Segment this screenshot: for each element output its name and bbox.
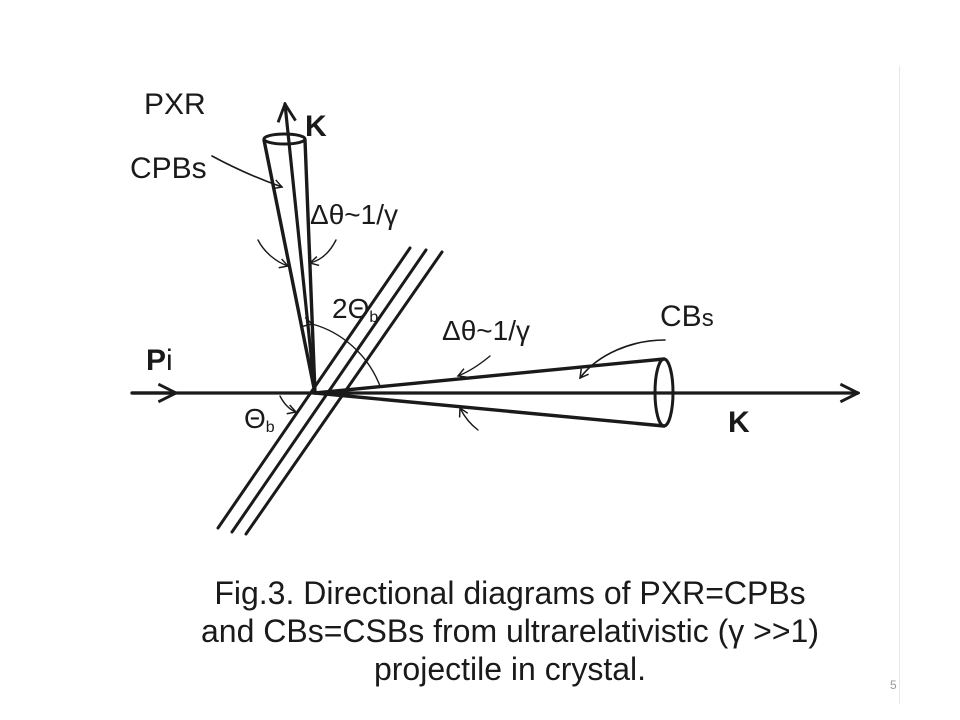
pxr-cone-opening — [262, 132, 307, 146]
cpbs-label: CPBs — [130, 152, 207, 185]
cbs-cone-bottom-edge — [313, 391, 666, 428]
reflected-k-axis — [285, 104, 317, 395]
pxr-label: PXR — [144, 88, 206, 121]
k-right-label: K — [728, 406, 750, 439]
page-number: 5 — [890, 678, 897, 692]
delta-top-label: Δθ~1/γ — [310, 199, 398, 230]
cpbs-leader — [211, 155, 284, 190]
figure-caption: Fig.3. Directional diagrams of PXR=CPBs … — [120, 574, 900, 688]
k-top-label: K — [305, 110, 327, 143]
cbs-cone-opening — [653, 357, 675, 428]
pxr-cone-right-edge — [303, 138, 317, 395]
cbs-label: CBs — [660, 300, 714, 333]
delta-top-left-arc — [257, 239, 290, 269]
delta-right-label: Δθ~1/γ — [442, 315, 530, 346]
caption-line-1: Fig.3. Directional diagrams of PXR=CPBs — [214, 575, 806, 611]
cbs-leader — [579, 339, 666, 380]
slide-panel — [120, 66, 900, 704]
pxr-cone-left-edge — [262, 138, 317, 395]
theta-b-arc — [279, 395, 298, 415]
delta-right-bottom-arc — [458, 406, 479, 431]
two-theta-arc — [302, 316, 381, 387]
theta-b-label: Θb — [244, 403, 275, 436]
caption-line-3: projectile in crystal. — [373, 651, 647, 687]
delta-right-top-arc — [456, 355, 491, 378]
caption-line-2: and CBs=CSBs from ultrarelativistic (γ >… — [201, 613, 819, 649]
delta-top-right-arc — [308, 239, 337, 267]
cbs-cone-top-edge — [313, 357, 666, 395]
pi-label: Pi — [146, 344, 173, 377]
two-theta-label: 2Θb — [332, 293, 378, 326]
